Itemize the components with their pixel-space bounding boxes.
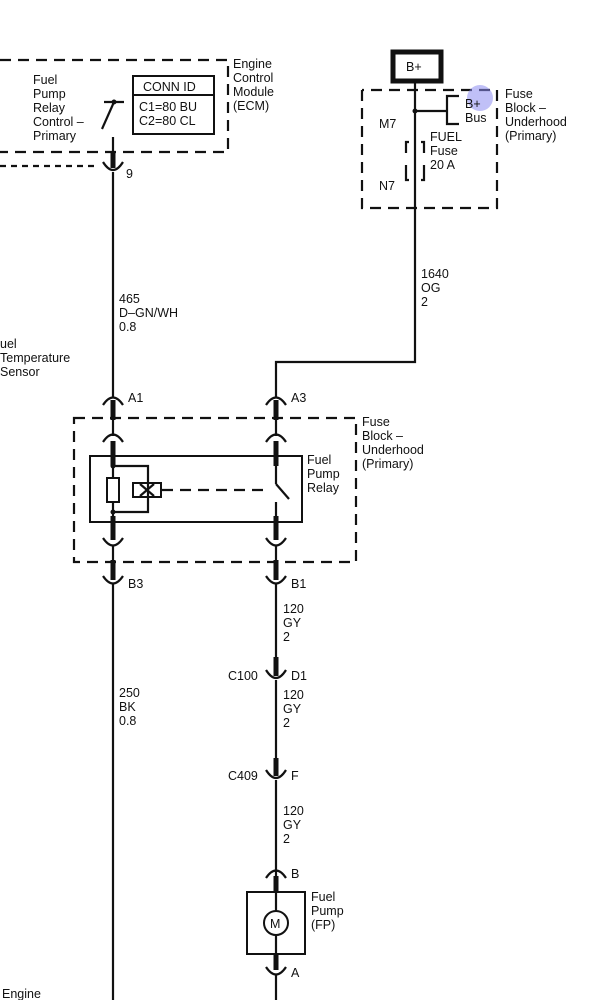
wire-120b-label-1: 120 [283, 688, 304, 702]
pump-pin-a: A [291, 966, 300, 980]
connector-c100-icon [265, 669, 287, 680]
fuse-label-3: 20 A [430, 158, 456, 172]
conn-id-line-1: C1=80 BU [139, 100, 197, 114]
wire-120c-label-3: 2 [283, 832, 290, 846]
motor-symbol: M [270, 917, 280, 931]
connector-c409-icon [265, 769, 287, 780]
relay-socket-3-icon [102, 537, 124, 547]
wire-1640-label-3: 2 [421, 295, 428, 309]
wire-120c-label-2: GY [283, 818, 302, 832]
fuse-block-relay-label-4: (Primary) [362, 457, 413, 471]
terminal-n7: N7 [379, 179, 395, 193]
fuel-temp-sensor-label-1: uel [0, 337, 17, 351]
ecm-label-3: Module [233, 85, 274, 99]
conn-id-box: CONN ID C1=80 BU C2=80 CL [132, 75, 215, 135]
wire-120b-label-2: GY [283, 702, 302, 716]
c100-name: C100 [228, 669, 258, 683]
pin-a3: A3 [291, 391, 306, 405]
c100-pin: D1 [291, 669, 307, 683]
wire-250-label-1: 250 [119, 686, 140, 700]
b-plus-source: B+ [390, 49, 444, 84]
fuse-block-top-label-2: Block – [505, 101, 546, 115]
connector-c100: C100 D1 [228, 657, 307, 683]
relay-label-2: Pump [307, 467, 340, 481]
relay-control-label-2: Pump [33, 87, 66, 101]
wire-465-label-3: 0.8 [119, 320, 136, 334]
ecm-label-1: Engine [233, 57, 272, 71]
b-plus-bus-bracket-icon [445, 94, 459, 126]
wire-120a-label-3: 2 [283, 630, 290, 644]
fuel-pump: B M Fuel Pump (FP) A [246, 867, 344, 1000]
connector-a3-icon [265, 396, 287, 406]
pump-connector-b-icon [265, 869, 287, 879]
relay-switch-icon [274, 466, 290, 522]
pump-connector-a-icon [265, 966, 287, 976]
connector-a1-icon [102, 396, 124, 406]
bus-label-1: B+ [465, 97, 481, 111]
wire-120a-label-1: 120 [283, 602, 304, 616]
ecm-driver-switch-icon [100, 99, 124, 152]
pump-pin-b: B [291, 867, 299, 881]
connector-b3-icon [102, 575, 124, 585]
fuse-label-2: Fuse [430, 144, 458, 158]
relay-control-label-3: Relay [33, 101, 66, 115]
relay-control-label-4: Control – [33, 115, 84, 129]
relay-coil-icon [106, 463, 162, 522]
relay-socket-4-icon [265, 537, 287, 547]
fuel-pump-label-3: (FP) [311, 918, 335, 932]
pin-a1: A1 [128, 391, 143, 405]
conn-id-header: CONN ID [143, 80, 196, 94]
wire-465-label-1: 465 [119, 292, 140, 306]
wire-250-label-3: 0.8 [119, 714, 136, 728]
wire-120a-label-2: GY [283, 616, 302, 630]
wire-1640 [274, 208, 417, 398]
c409-pin: F [291, 769, 299, 783]
fuse-block-top-label-3: Underhood [505, 115, 567, 129]
fuse-block-top: Fuse Block – Underhood (Primary) B+ Bus … [360, 81, 567, 210]
wire-465-label-2: D–GN/WH [119, 306, 178, 320]
relay-label-3: Relay [307, 481, 340, 495]
ecm-label-4: (ECM) [233, 99, 269, 113]
fuel-temp-sensor-label-2: Temperature [0, 351, 70, 365]
wire-120c-label-1: 120 [283, 804, 304, 818]
relay-label-1: Fuel [307, 453, 331, 467]
terminal-m7: M7 [379, 117, 396, 131]
connector-c409: C409 F [228, 758, 299, 783]
wire-1640-label-2: OG [421, 281, 440, 295]
connector-b1-icon [265, 575, 287, 585]
ecm-pin-9: 9 [126, 167, 133, 181]
fuel-pump-label-1: Fuel [311, 890, 335, 904]
relay-socket-1-icon [102, 433, 124, 443]
fuse-block-relay-label-3: Underhood [362, 443, 424, 457]
ecm-module: Engine Control Module (ECM) Fuel Pump Re… [0, 57, 274, 181]
relay-socket-2-icon [265, 433, 287, 443]
wire-1640-label-1: 1640 [421, 267, 449, 281]
conn-id-line-2: C2=80 CL [139, 114, 196, 128]
fuse-block-relay-boundary [72, 416, 358, 564]
pin-b1: B1 [291, 577, 306, 591]
wire-250-label-2: BK [119, 700, 136, 714]
fuse-block-relay-label-2: Block – [362, 429, 403, 443]
fuel-temp-sensor-label-3: Sensor [0, 365, 40, 379]
fuse-block-top-label-1: Fuse [505, 87, 533, 101]
fuse-label-1: FUEL [430, 130, 462, 144]
fuel-pump-label-2: Pump [311, 904, 344, 918]
fuse-block-relay: A1 A3 Fuse Block – Underhood (Primary) F… [72, 391, 424, 591]
relay-control-label-1: Fuel [33, 73, 57, 87]
highlight-marker [467, 85, 493, 111]
fuse-block-top-label-4: (Primary) [505, 129, 556, 143]
fuel-pump-relay-box [89, 455, 303, 523]
fuse-block-relay-label-1: Fuse [362, 415, 390, 429]
pin-b3: B3 [128, 577, 143, 591]
ecm-connector-9-icon [102, 161, 124, 172]
b-plus-label: B+ [406, 60, 422, 74]
ecm-label-2: Control [233, 71, 273, 85]
relay-control-label-5: Primary [33, 129, 77, 143]
wire-120b-label-3: 2 [283, 716, 290, 730]
c409-name: C409 [228, 769, 258, 783]
bus-label-2: Bus [465, 111, 487, 125]
engine-label: Engine [2, 987, 41, 1000]
fuel-fuse-icon [404, 140, 426, 182]
fuse-block-top-boundary [360, 88, 499, 210]
